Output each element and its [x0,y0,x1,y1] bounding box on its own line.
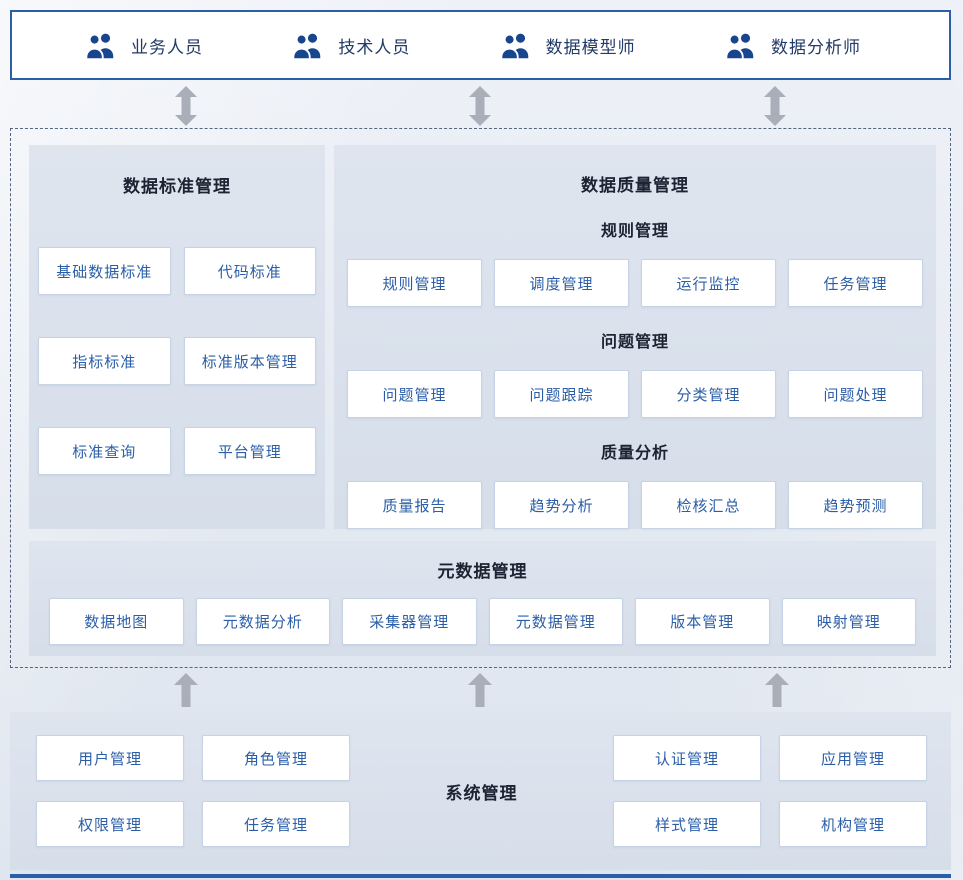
double-arrow-icon [763,86,787,126]
module-box: 趋势分析 [494,481,629,529]
data-quality-panel: 数据质量管理 规则管理 规则管理 调度管理 运行监控 任务管理 问题管理 问题管… [334,145,936,529]
panel-title: 元数据管理 [437,562,528,581]
module-box: 权限管理 [36,801,184,847]
users-icon [291,30,324,61]
module-box: 调度管理 [494,259,629,307]
group-title: 质量分析 [600,445,669,462]
role-item-business: 业务人员 [84,30,203,61]
user-roles-bar: 业务人员 技术人员 [10,10,951,80]
role-item-data-analyst: 数据分析师 [724,30,861,61]
module-box: 角色管理 [202,735,350,781]
role-label: 技术人员 [338,37,411,57]
users-icon [499,30,532,61]
module-box: 趋势预测 [788,481,923,529]
module-box: 版本管理 [635,598,770,645]
module-box: 样式管理 [613,801,761,847]
panel-title: 系统管理 [445,783,518,803]
module-box: 平台管理 [183,427,316,475]
system-modules-grid-right: 认证管理 应用管理 样式管理 机构管理 [613,735,927,847]
module-box: 任务管理 [788,259,923,307]
panel-title: 数据标准管理 [123,177,231,196]
module-box: 应用管理 [779,735,927,781]
module-box: 检核汇总 [641,481,776,529]
users-icon [84,30,117,61]
module-box: 质量报告 [347,481,482,529]
up-arrow-icon [467,673,493,707]
module-box: 任务管理 [202,801,350,847]
users-icon [724,30,757,61]
module-box: 机构管理 [779,801,927,847]
metadata-modules-grid: 数据地图 元数据分析 采集器管理 元数据管理 版本管理 映射管理 [29,598,936,645]
module-box: 代码标准 [183,247,316,295]
issue-management-grid: 问题管理 问题跟踪 分类管理 问题处理 [334,370,936,418]
role-item-data-modeler: 数据模型师 [499,30,636,61]
module-box: 问题跟踪 [494,370,629,418]
module-box: 采集器管理 [342,598,477,645]
platform-modules-container: 数据标准管理 基础数据标准 代码标准 指标标准 标准版本管理 标准查询 平台管理… [10,128,951,668]
module-box: 元数据管理 [488,598,623,645]
module-box: 用户管理 [36,735,184,781]
module-box: 分类管理 [641,370,776,418]
module-box: 规则管理 [347,259,482,307]
quality-analysis-grid: 质量报告 趋势分析 检核汇总 趋势预测 [334,481,936,529]
module-box: 问题处理 [788,370,923,418]
module-box: 指标标准 [38,337,171,385]
up-arrow-icon [173,673,199,707]
metadata-panel: 元数据管理 数据地图 元数据分析 采集器管理 元数据管理 版本管理 映射管理 [29,541,936,656]
module-box: 认证管理 [613,735,761,781]
standard-modules-grid: 基础数据标准 代码标准 指标标准 标准版本管理 标准查询 平台管理 [29,247,325,475]
module-box: 映射管理 [781,598,916,645]
up-arrow-icon [764,673,790,707]
panel-title: 数据质量管理 [581,176,689,195]
module-box: 运行监控 [641,259,776,307]
module-box: 标准版本管理 [183,337,316,385]
role-label: 业务人员 [131,37,203,57]
double-arrow-icon [468,86,492,126]
system-modules-grid-left: 用户管理 角色管理 权限管理 任务管理 [36,735,350,847]
module-box: 标准查询 [38,427,171,475]
data-standard-panel: 数据标准管理 基础数据标准 代码标准 指标标准 标准版本管理 标准查询 平台管理 [29,145,325,529]
role-label: 数据模型师 [545,37,636,57]
double-arrow-icon [174,86,198,126]
module-box: 元数据分析 [195,598,330,645]
group-title: 规则管理 [600,223,669,240]
module-box: 数据地图 [49,598,184,645]
module-box: 基础数据标准 [38,247,171,295]
bottom-accent-line [10,874,951,878]
role-label: 数据分析师 [770,37,861,57]
rule-management-grid: 规则管理 调度管理 运行监控 任务管理 [334,259,936,307]
module-box: 问题管理 [347,370,482,418]
group-title: 问题管理 [600,334,669,351]
system-panel: 用户管理 角色管理 权限管理 任务管理 系统管理 认证管理 应用管理 样式管理 … [10,712,951,870]
role-item-technical: 技术人员 [291,30,410,61]
